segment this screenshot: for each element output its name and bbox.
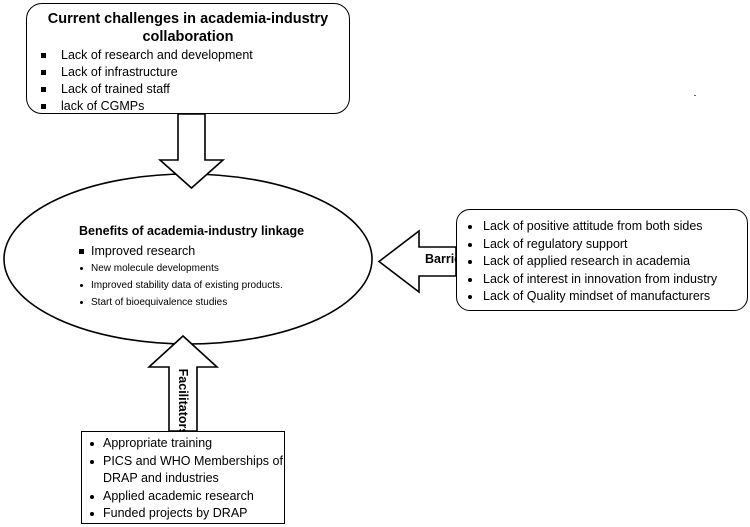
barrier-item: Lack of Quality mindset of manufacturers [466,288,717,306]
barrier-item-label: Lack of positive attitude from both side… [483,219,703,233]
facilitator-item: PICS and WHO Memberships of [88,453,283,471]
bullet-icon [468,295,472,299]
challenges-list: Lack of research and development Lack of… [39,47,253,115]
facilitator-item: Funded projects by DRAP [88,505,283,523]
benefit-item-label: New molecule developments [91,263,219,274]
challenge-item-label: lack of CGMPs [61,99,145,113]
square-bullet-icon [41,104,46,109]
barriers-arrow [377,229,457,294]
facilitator-item: Applied academic research [88,488,283,506]
facilitator-item-label: DRAP and industries [103,471,219,485]
benefit-item-label: Improved research [91,244,196,258]
barrier-item: Lack of positive attitude from both side… [466,218,717,236]
benefit-item: Improved research [76,242,304,260]
benefit-item: Start of bioequivalence studies [76,294,304,311]
barrier-item-label: Lack of applied research in academia [483,254,691,268]
challenge-item: lack of CGMPs [39,98,253,115]
facilitators-box: Appropriate training PICS and WHO Member… [81,431,285,524]
challenges-title: Current challenges in academia-industry … [27,10,349,46]
benefits-list: Improved research New molecule developme… [76,242,304,311]
barrier-item: Lack of applied research in academia [466,253,717,271]
benefit-item-label: Start of bioequivalence studies [91,297,228,308]
speck [694,95,696,96]
facilitators-arrow [146,334,220,432]
bullet-icon [90,442,94,446]
benefits-title: Benefits of academia-industry linkage [79,224,305,238]
challenges-title-line2: collaboration [142,29,234,45]
challenge-item-label: Lack of infrastructure [61,65,178,79]
facilitator-item-label: PICS and WHO Memberships of [103,453,283,468]
barrier-item-label: Lack of interest in innovation from indu… [483,271,718,286]
bullet-icon [468,260,472,264]
barrier-item: Lack of interest in innovation from indu… [466,271,717,289]
bullet-icon [90,494,94,499]
bullet-icon [90,512,94,516]
barrier-item-label: Lack of Quality mindset of manufacturers [483,289,711,303]
challenges-title-line1: Current challenges in academia-industry [47,11,329,27]
bullet-icon [468,225,472,229]
square-bullet-icon [41,70,46,75]
barriers-list: Lack of positive attitude from both side… [466,218,717,306]
facilitators-list: Appropriate training PICS and WHO Member… [88,435,283,523]
bullet-icon [468,277,472,282]
challenge-item: Lack of infrastructure [39,64,253,81]
benefit-item-label: Improved stability data of existing prod… [91,280,283,291]
facilitator-item-label: Appropriate training [103,436,213,450]
benefits-content: Benefits of academia-industry linkage Im… [76,223,304,311]
square-bullet-icon [41,53,46,58]
challenge-item-label: Lack of research and development [61,48,253,62]
bullet-icon [80,284,83,287]
facilitator-item-label: Applied academic research [103,488,254,503]
barriers-box: Lack of positive attitude from both side… [456,209,748,311]
barrier-item: Lack of regulatory support [466,236,717,254]
square-bullet-icon [41,87,46,92]
challenge-item-label: Lack of trained staff [61,82,170,96]
challenge-item: Lack of research and development [39,47,253,64]
bullet-icon [80,267,83,270]
benefit-item: New molecule developments [76,260,304,277]
facilitator-item: Appropriate training [88,435,283,453]
bullet-icon [468,242,472,247]
facilitator-item-continuation: DRAP and industries [88,470,283,488]
barrier-item-label: Lack of regulatory support [483,236,628,251]
down-arrow [157,113,226,190]
bullet-icon [80,301,83,304]
bullet-icon [90,459,94,464]
facilitator-item-label: Funded projects by DRAP [103,506,248,520]
challenge-item: Lack of trained staff [39,81,253,98]
challenges-box: Current challenges in academia-industry … [26,3,350,114]
benefit-item: Improved stability data of existing prod… [76,277,304,294]
square-bullet-icon [79,249,84,254]
